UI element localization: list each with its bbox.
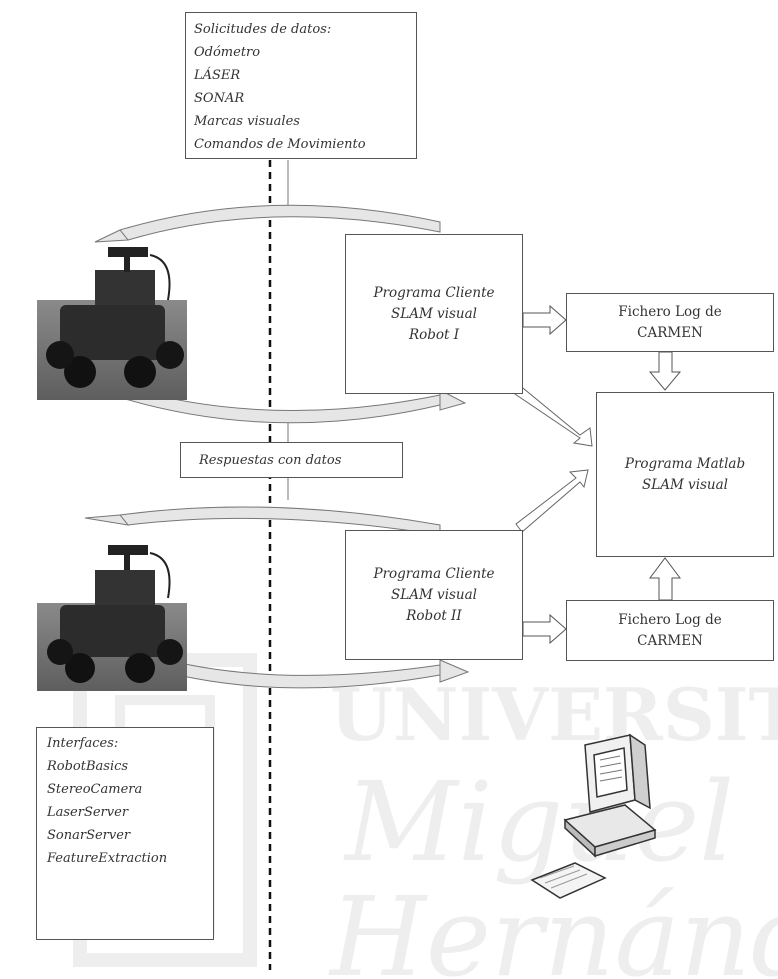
log-bottom-line-2: CARMEN [637,632,703,649]
interfaces-title: Interfaces: [47,736,119,751]
interface-robot-basics: RobotBasics [47,759,129,774]
arrow-log-top-to-matlab [648,351,682,391]
arrow-client1-to-log [522,304,567,336]
matlab-line-1: Programa Matlab [624,455,746,472]
log-top-line-2: CARMEN [637,324,703,341]
robot-photo-1 [37,247,187,400]
interface-stereo-camera: StereoCamera [47,782,143,797]
matlab-line-2: SLAM visual [641,476,728,493]
client1-line-1: Programa Cliente [373,284,495,301]
data-requests-box: Solicitudes de datos: Odómetro LÁSER SON… [185,12,417,159]
client-program-robot-1: Programa Cliente SLAM visual Robot I [345,234,523,394]
arrow-client1-to-matlab [511,383,593,447]
request-laser: LÁSER [194,68,241,83]
arrow-client2-to-matlab [515,469,589,533]
request-sonar: SONAR [194,91,245,106]
client1-line-3: Robot I [408,326,460,343]
curved-arrow-bottom-2 [139,654,470,689]
curved-arrow-bottom-1 [111,385,467,424]
log-top-line-1: Fichero Log de [618,303,722,320]
request-visual-marks: Marcas visuales [194,114,300,129]
arrow-log-bottom-to-matlab [649,557,681,601]
responses-label: Respuestas con datos [199,452,342,468]
requests-title: Solicitudes de datos: [194,22,332,37]
matlab-slam-program: Programa Matlab SLAM visual [596,392,774,557]
interface-feature-extraction: FeatureExtraction [47,851,168,866]
client1-line-2: SLAM visual [390,305,477,322]
log-bottom-line-1: Fichero Log de [618,611,722,628]
client-program-robot-2: Programa Cliente SLAM visual Robot II [345,530,523,660]
robot-photo-2 [37,545,187,691]
data-responses-box: Respuestas con datos [180,442,403,478]
interface-sonar-server: SonarServer [47,828,131,843]
desktop-computer-icon [530,733,657,899]
svg-text:UNIVERSITAS: UNIVERSITAS [330,672,778,757]
arrow-client2-to-log [522,613,567,645]
universitas-watermark: UNIVERSITAS Miguel Hernández [73,653,778,979]
carmen-log-file-bottom: Fichero Log de CARMEN [566,600,774,661]
client2-line-3: Robot II [406,607,462,624]
interface-laser-server: LaserServer [47,805,129,820]
request-odometer: Odómetro [194,45,261,60]
carmen-log-file-top: Fichero Log de CARMEN [566,293,774,352]
client2-line-1: Programa Cliente [373,565,495,582]
curved-arrow-top-1 [94,204,441,243]
svg-text:Miguel: Miguel [343,758,734,886]
client2-line-2: SLAM visual [390,586,477,603]
request-motion-commands: Comandos de Movimiento [194,137,366,152]
interfaces-box: Interfaces: RobotBasics StereoCamera Las… [36,727,214,940]
